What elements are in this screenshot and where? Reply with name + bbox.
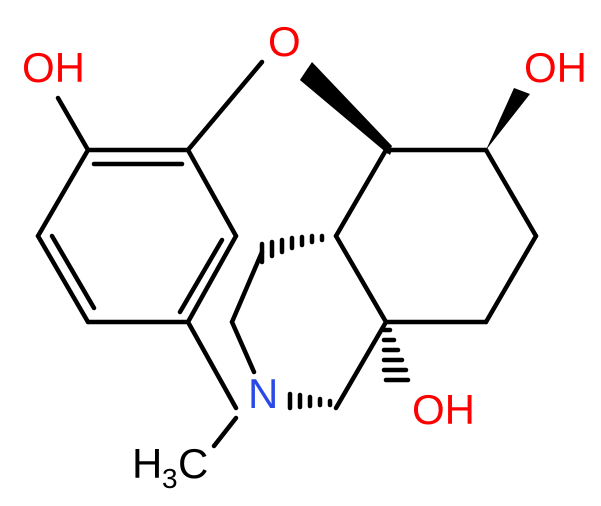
bond: [483, 233, 539, 325]
bond: [185, 147, 239, 239]
bond-inner: [177, 237, 225, 315]
aromatic-ring: [35, 147, 239, 325]
bond-to-n: [229, 319, 257, 375]
bond-to-ether-o: [185, 59, 265, 153]
bond: [229, 249, 265, 325]
bond: [35, 233, 91, 325]
bond-to-oh-left: [55, 95, 91, 153]
bond: [185, 233, 239, 325]
bond-inner: [49, 233, 97, 311]
ether-o-label: O: [268, 18, 301, 65]
bond: [483, 147, 539, 239]
bond-to-methyl: [211, 415, 239, 449]
bond: [333, 233, 389, 325]
methyl-subscript: 3: [162, 463, 178, 494]
bond: [333, 147, 389, 239]
hashed-bond-top: [259, 233, 325, 265]
oh-top-right-label: OH: [524, 44, 587, 91]
wedge-bond-fill: [300, 62, 392, 154]
methyl-h-label: H: [132, 440, 162, 487]
bond: [333, 319, 389, 411]
wedge-bond-oh: [486, 88, 530, 150]
methyl-c-label: C: [178, 440, 208, 487]
bond: [35, 147, 91, 239]
hashed-bond-oh: [381, 327, 411, 383]
oh-left-label: OH: [22, 44, 85, 91]
nitrogen-label: N: [248, 370, 278, 417]
hashed-bond-bottom: [287, 391, 333, 411]
bond: [185, 319, 239, 411]
oh-bottom-label: OH: [412, 386, 475, 433]
